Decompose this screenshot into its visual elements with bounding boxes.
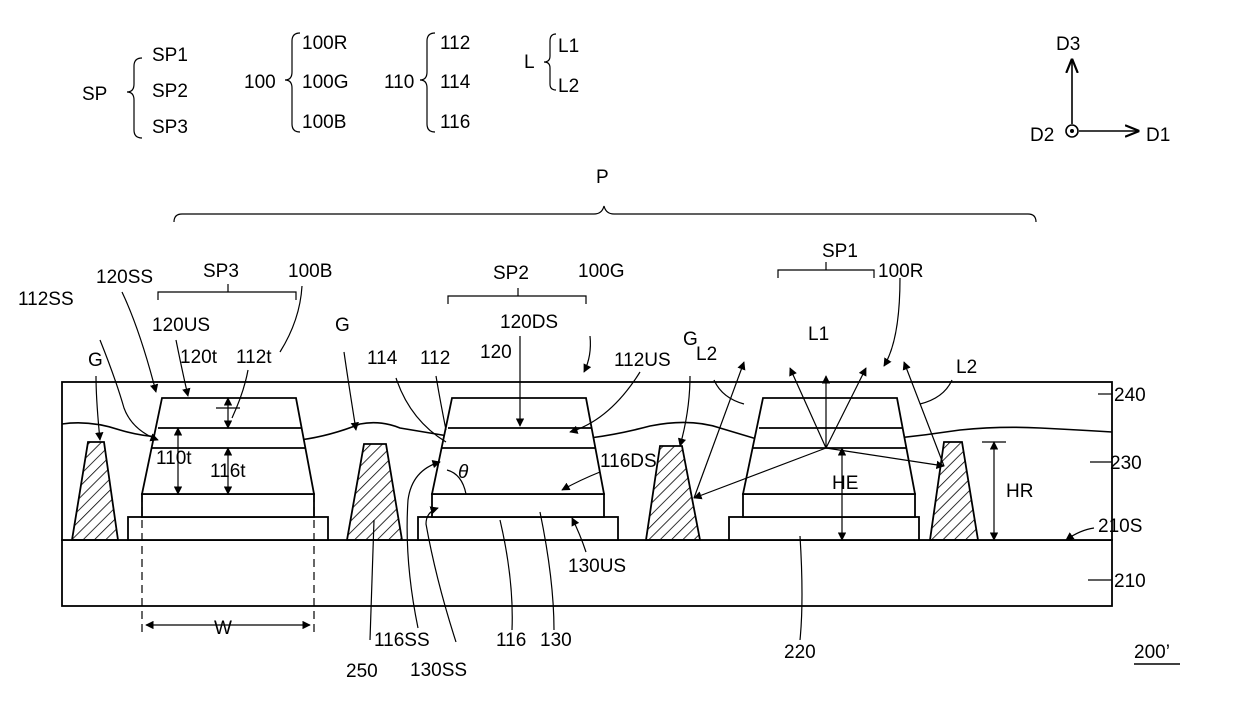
legend-110-label: 110 <box>384 72 414 93</box>
legend-100-label: 100 <box>244 72 276 93</box>
label-sp1: SP1 <box>822 241 858 262</box>
label-figure-number: 200’ <box>1134 642 1170 663</box>
label-210: 210 <box>1114 571 1146 592</box>
legend-l-brace <box>544 34 556 90</box>
legend-sp-item-1: SP1 <box>152 45 188 66</box>
label-120ds: 120DS <box>500 312 558 333</box>
axis-d2-dot <box>1070 129 1074 133</box>
label-120t: 120t <box>180 347 218 368</box>
label-240: 240 <box>1114 385 1146 406</box>
legend-l-item-1: L1 <box>558 36 579 57</box>
legend-100-item-1: 100R <box>302 33 347 54</box>
direction-axes: D3 D2 D1 <box>1030 34 1170 146</box>
legend-sp-label: SP <box>82 84 107 105</box>
label-l1: L1 <box>808 324 829 345</box>
label-hr: HR <box>1006 481 1033 502</box>
label-116ss: 116SS <box>374 630 430 651</box>
label-112us: 112US <box>614 350 671 371</box>
label-250: 250 <box>346 661 378 682</box>
led-100r-body <box>743 398 915 494</box>
legend: SP SP1 SP2 SP3 100 100R 100G 100B 110 11… <box>82 33 579 138</box>
label-116t: 116t <box>210 461 246 482</box>
sp2-bracket <box>448 288 586 304</box>
label-w: W <box>214 618 232 639</box>
axis-d2-label: D2 <box>1030 125 1054 146</box>
axis-d3-label: D3 <box>1056 34 1080 55</box>
legend-sp: SP SP1 SP2 SP3 <box>82 45 188 138</box>
legend-110-item-2: 114 <box>440 72 471 93</box>
label-g1: G <box>88 350 103 371</box>
p-brace <box>174 206 1036 222</box>
electrode-220-sp2 <box>418 517 618 540</box>
label-100r: 100R <box>878 261 923 282</box>
sp1-bracket <box>778 262 874 278</box>
legend-100-brace <box>285 33 300 132</box>
label-120ss: 120SS <box>96 267 153 288</box>
label-130: 130 <box>540 630 572 651</box>
label-116: 116 <box>496 630 526 651</box>
label-g2: G <box>335 315 350 336</box>
led-100g <box>432 398 604 517</box>
label-100g: 100G <box>578 261 624 282</box>
label-110t: 110t <box>156 448 192 469</box>
legend-sp-item-2: SP2 <box>152 81 188 102</box>
legend-l-item-2: L2 <box>558 76 579 97</box>
sp3-bracket <box>158 284 296 300</box>
label-112t: 112t <box>236 347 272 368</box>
leader-100g <box>584 336 590 372</box>
leader-120ss <box>122 292 156 392</box>
legend-l: L L1 L2 <box>524 34 579 97</box>
electrode-220-sp1 <box>729 517 919 540</box>
label-sp2: SP2 <box>493 263 529 284</box>
label-100b: 100B <box>288 261 332 282</box>
label-sp3: SP3 <box>203 261 239 282</box>
label-116ds: 116DS <box>600 451 657 472</box>
legend-sp-item-3: SP3 <box>152 117 188 138</box>
leader-100b <box>280 286 302 352</box>
label-112ss: 112SS <box>18 289 74 310</box>
label-230: 230 <box>1110 453 1142 474</box>
legend-110-item-3: 116 <box>440 112 470 133</box>
label-l2-left: L2 <box>696 344 717 365</box>
label-theta: θ <box>458 462 469 483</box>
label-130ss: 130SS <box>410 660 467 681</box>
label-114: 114 <box>367 348 398 369</box>
legend-110-item-1: 112 <box>440 33 470 54</box>
leader-100r <box>884 278 900 366</box>
led-100r-layer-130 <box>743 494 915 517</box>
label-120us: 120US <box>152 315 210 336</box>
legend-l-label: L <box>524 52 535 73</box>
label-210s: 210S <box>1098 516 1142 537</box>
legend-sp-brace <box>127 58 142 138</box>
label-130us: 130US <box>568 556 626 577</box>
label-220: 220 <box>784 642 816 663</box>
legend-110-brace <box>420 33 435 132</box>
legend-100-item-2: 100G <box>302 72 348 93</box>
legend-100: 100 100R 100G 100B <box>244 33 348 133</box>
label-112: 112 <box>420 348 450 369</box>
axis-d1-label: D1 <box>1146 125 1170 146</box>
led-100b-layer-130 <box>142 494 314 517</box>
electrode-220-sp3 <box>128 517 328 540</box>
legend-100-item-3: 100B <box>302 112 346 133</box>
label-he: HE <box>832 473 858 494</box>
p-label: P <box>596 167 609 188</box>
led-100g-layer-130 <box>432 494 604 517</box>
label-l2-right: L2 <box>956 357 977 378</box>
legend-110: 110 112 114 116 <box>384 33 471 133</box>
label-120: 120 <box>480 342 512 363</box>
